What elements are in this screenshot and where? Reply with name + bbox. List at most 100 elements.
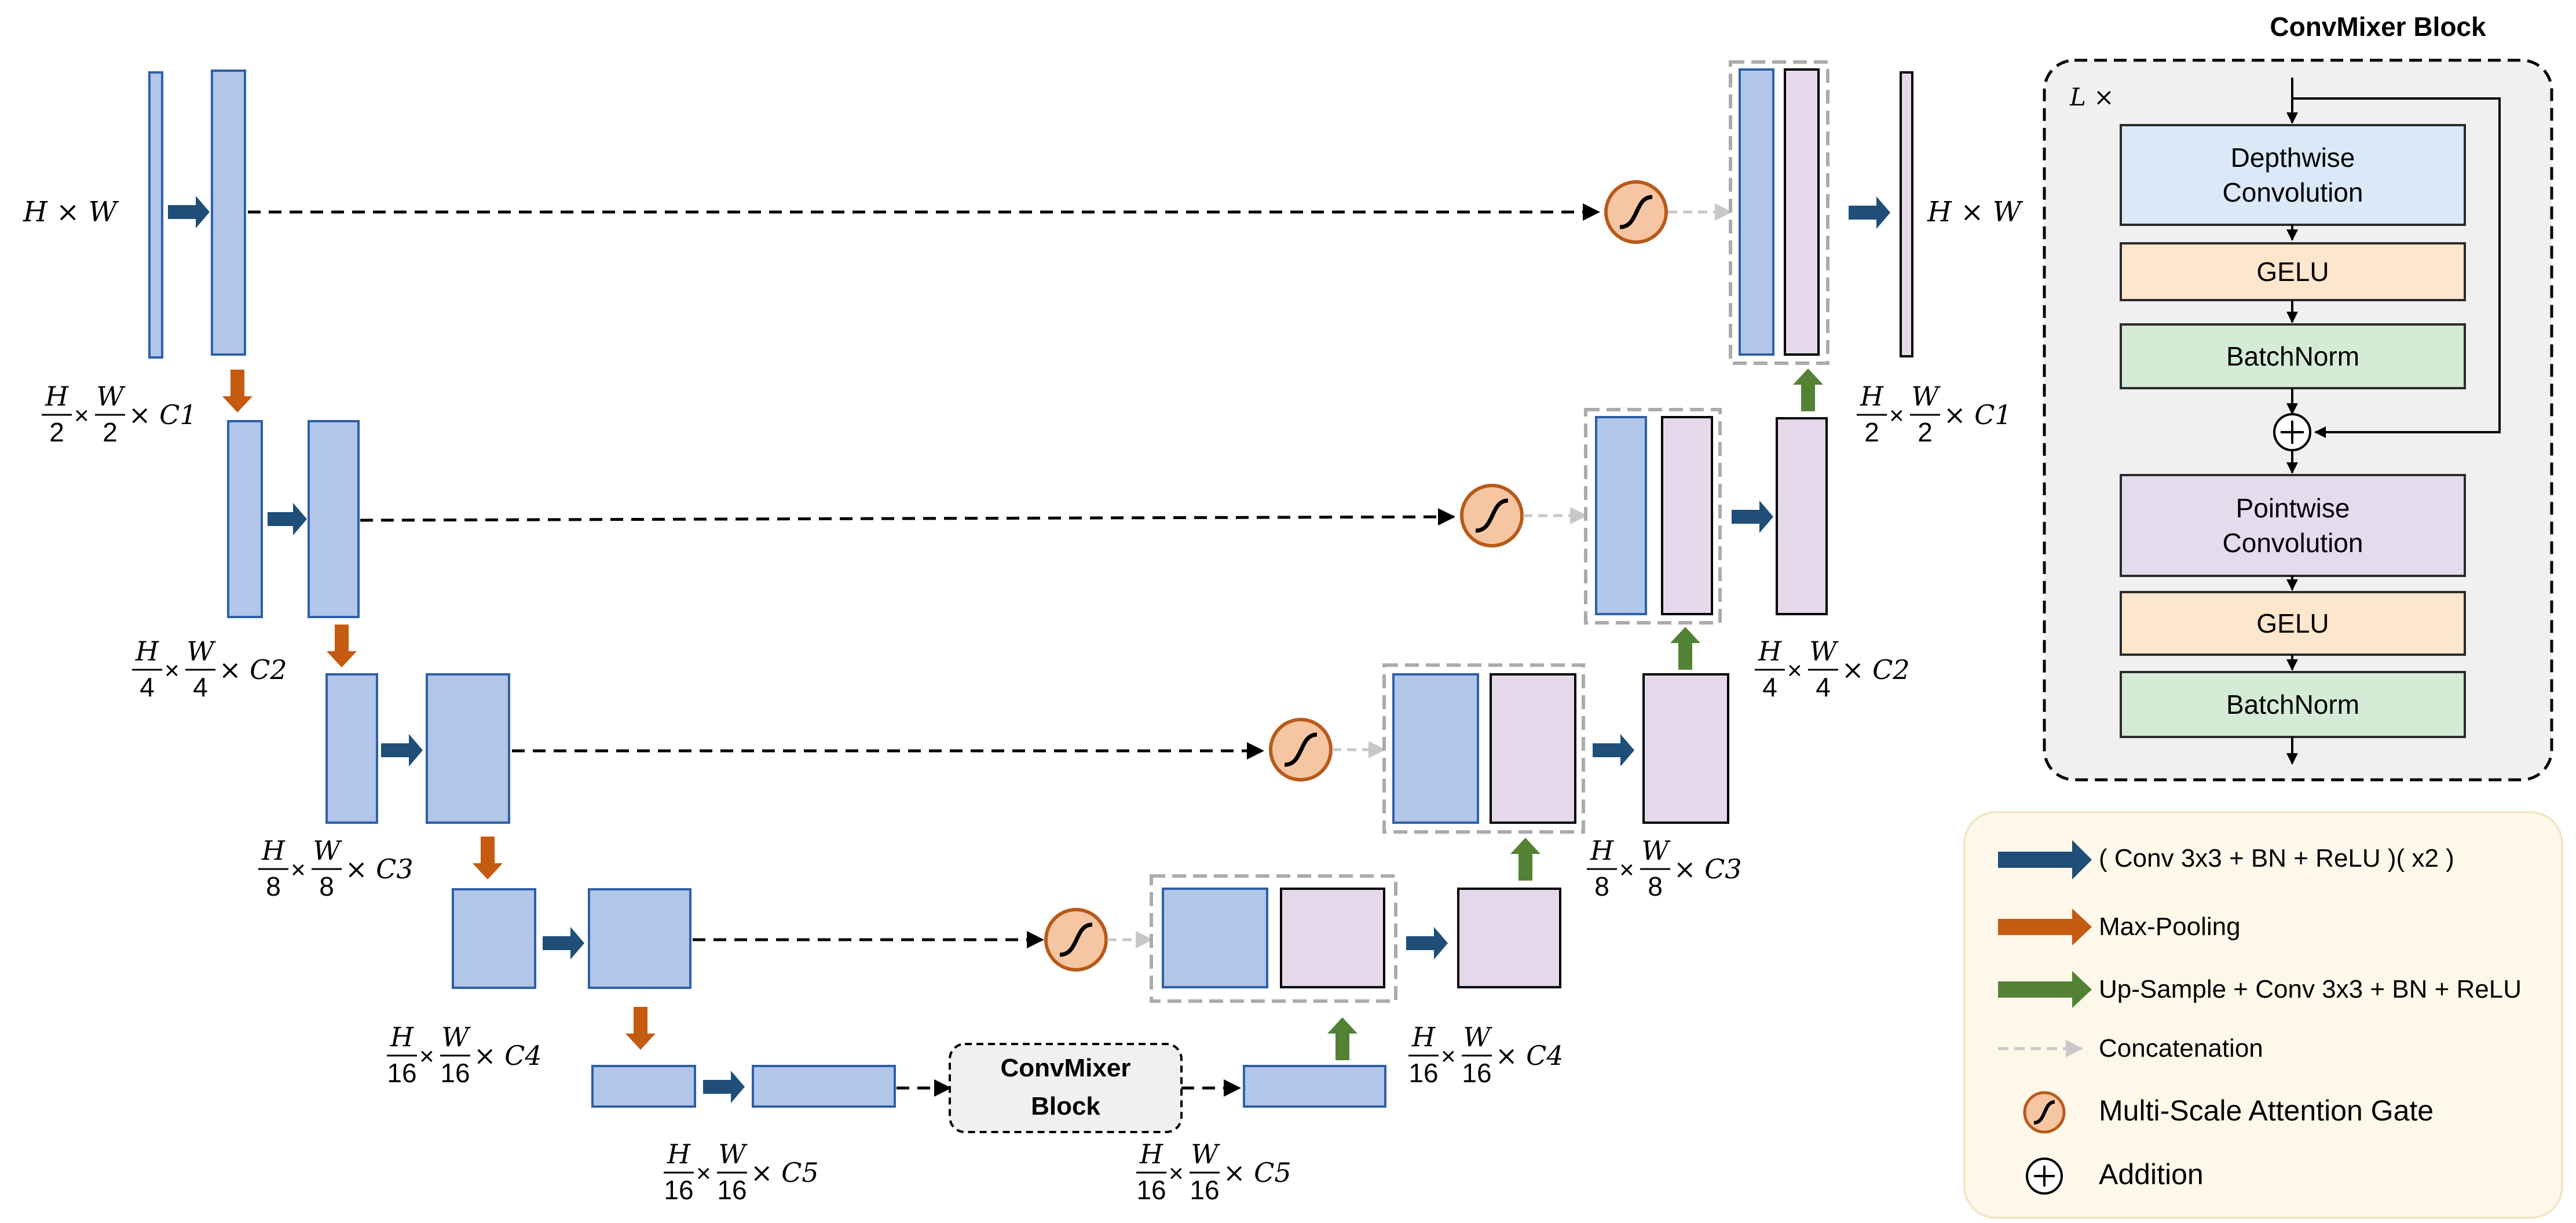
dim-denominator: 8 — [1594, 871, 1609, 901]
dim-denominator: 8 — [1648, 871, 1663, 901]
attention-gates — [1044, 180, 1668, 972]
dim-channels: × C3 — [1674, 853, 1742, 885]
dim-numerator: W — [1641, 835, 1671, 866]
attention-gate-icon — [1269, 718, 1333, 782]
dim-denominator: 16 — [1462, 1058, 1491, 1088]
legend-frame — [1963, 811, 2563, 1219]
dim-numerator: H — [45, 381, 69, 412]
convmixer-step-6: BatchNorm — [2120, 671, 2466, 738]
dim-label-bottleneck: H16×W16× C5 — [1136, 1138, 1291, 1205]
output-map — [1900, 71, 1913, 357]
dim-label-enc2: H4×W4× C2 — [132, 636, 287, 702]
dim-label-dec2: H4×W4× C2 — [1755, 636, 1910, 702]
convmixer-step-label: Depthwise — [2231, 143, 2355, 173]
convmixer-step-label: Convolution — [2223, 177, 2363, 207]
dim-numerator: W — [313, 835, 342, 866]
convmixer-step-5: GELU — [2120, 591, 2466, 656]
svg-text:×: × — [1441, 1042, 1456, 1071]
dim-channels: × C5 — [751, 1157, 819, 1188]
dim-numerator: H — [390, 1021, 414, 1053]
dim-denominator: 2 — [1918, 417, 1933, 447]
decoder — [1243, 71, 1913, 1108]
dim-denominator: 2 — [1864, 417, 1879, 447]
dim-channels: × C2 — [219, 654, 287, 685]
conv-arrow-icon — [1406, 927, 1448, 959]
convmixer-connectors — [2286, 78, 2501, 765]
dim-denominator: 16 — [1136, 1175, 1166, 1205]
dim-numerator: W — [1191, 1138, 1220, 1170]
svg-text:×: × — [1889, 401, 1904, 430]
convmixer-step-label: GELU — [2256, 257, 2329, 287]
up-arrow-icon — [1510, 838, 1541, 881]
dim-label-dec1: H2×W2× C1 — [1857, 381, 2012, 447]
dim-channels: × C3 — [345, 853, 414, 885]
svg-text:×: × — [1619, 856, 1634, 884]
enc3-feature-map — [426, 673, 510, 824]
dim-numerator: W — [718, 1138, 748, 1170]
dim-numerator: W — [1911, 381, 1941, 412]
pool-arrow-icon — [222, 370, 253, 412]
legend-label-concat: Concatenation — [2099, 1034, 2263, 1063]
dim-denominator: 4 — [1762, 672, 1777, 702]
attention-gate-icon — [1044, 908, 1108, 972]
dim-denominator: 16 — [1190, 1175, 1219, 1205]
attention-gate-icon — [1460, 484, 1524, 547]
conv-arrow-icon — [1593, 734, 1634, 766]
dim-label-dec4: H16×W16× C4 — [1408, 1021, 1564, 1088]
attention-gate-icon — [2023, 1091, 2066, 1134]
convmixer-step-label: Convolution — [2223, 528, 2363, 558]
legend-label-upsample: Up-Sample + Conv 3x3 + BN + ReLU — [2099, 975, 2522, 1003]
dim-denominator: 4 — [1816, 672, 1831, 702]
pool-arrow-icon — [473, 837, 503, 879]
dec3-map — [1642, 673, 1729, 824]
concat-group-level1 — [1729, 60, 1829, 365]
dim-denominator: 16 — [440, 1058, 470, 1088]
enc5-feature-map — [752, 1065, 896, 1108]
conv-arrow-icon — [543, 927, 584, 959]
dim-denominator: 16 — [717, 1175, 747, 1205]
conv-arrow-icon — [168, 196, 210, 228]
conv-arrow-icon — [268, 503, 307, 535]
legend: ( Conv 3x3 + BN + ReLU )( x2 ) Max-Pooli… — [1963, 811, 2563, 1219]
svg-text:×: × — [419, 1042, 434, 1071]
svg-text:×: × — [291, 856, 306, 884]
conv-arrow-icon — [1998, 840, 2092, 879]
pool-arrow-icon — [1998, 908, 2092, 945]
svg-text:×: × — [696, 1159, 711, 1188]
bottleneck-output-map — [1243, 1065, 1386, 1108]
enc4-feature-map — [588, 888, 691, 989]
dim-numerator: W — [96, 381, 126, 412]
dim-denominator: 2 — [103, 417, 118, 447]
enc1-feature-map — [211, 70, 246, 356]
concat-arrows — [1107, 203, 1732, 948]
dim-label-output: H × W — [1927, 196, 2024, 228]
concat-group-level4 — [1150, 874, 1397, 1003]
dim-label-dec3: H8×W8× C3 — [1587, 835, 1742, 901]
dim-numerator: H — [667, 1138, 691, 1170]
dim-denominator: 16 — [387, 1058, 416, 1088]
concat-group-level3 — [1382, 663, 1585, 834]
convmixer-step-label: BatchNorm — [2226, 341, 2359, 371]
bottleneck-line2: Block — [1031, 1092, 1100, 1120]
convmixer-step-label: GELU — [2256, 608, 2329, 638]
dim-channels: × C4 — [474, 1040, 542, 1071]
dim-channels: × C1 — [129, 399, 197, 430]
conv-arrow-icon — [703, 1071, 745, 1103]
dim-label-enc3: H8×W8× C3 — [258, 835, 414, 901]
dim-label-enc1: H2×W2× C1 — [42, 381, 197, 447]
attention-gate-icon — [1604, 180, 1668, 244]
concat-groups — [1150, 60, 1829, 1003]
dim-numerator: H — [1758, 636, 1782, 667]
legend-label-conv: ( Conv 3x3 + BN + ReLU )( x2 ) — [2099, 844, 2454, 872]
dim-numerator: H — [135, 636, 159, 667]
addition-icon — [2026, 1158, 2063, 1195]
conv-arrows — [168, 196, 1890, 1103]
svg-text:×: × — [164, 656, 180, 685]
legend-label-attention: Multi-Scale Attention Gate — [2099, 1094, 2434, 1127]
encoder — [148, 70, 896, 1108]
dim-denominator: 16 — [664, 1175, 693, 1205]
